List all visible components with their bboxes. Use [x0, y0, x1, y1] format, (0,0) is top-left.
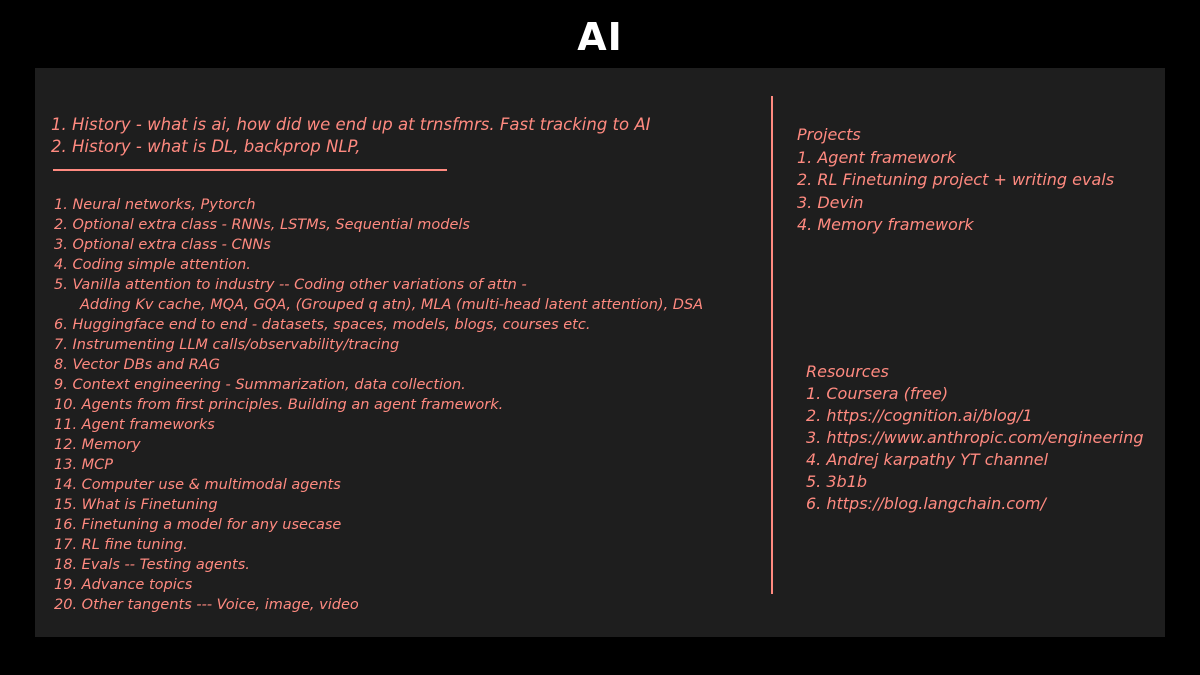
resource-item: 3. https://www.anthropic.com/engineering [806, 428, 1144, 447]
topic-item: 13. MCP [54, 457, 114, 473]
topic-item: 15. What is Finetuning [54, 497, 218, 513]
topics-list: 1. Neural networks, Pytorch 2. Optional … [54, 195, 703, 615]
resource-item: 2. https://cognition.ai/blog/1 [806, 406, 1033, 425]
topic-item: 16. Finetuning a model for any usecase [54, 517, 342, 533]
projects-heading: Projects [797, 125, 861, 144]
vertical-divider [771, 96, 773, 594]
project-item: 4. Memory framework [797, 215, 974, 234]
topic-item: 18. Evals -- Testing agents. [54, 557, 250, 573]
topic-item: 6. Huggingface end to end - datasets, sp… [54, 317, 591, 333]
history-item: 2. History - what is DL, backprop NLP, [51, 137, 361, 156]
topic-item: 17. RL fine tuning. [54, 537, 188, 553]
topic-item: 10. Agents from first principles. Buildi… [54, 397, 504, 413]
topic-item: 9. Context engineering - Summarization, … [54, 377, 466, 393]
project-item: 1. Agent framework [797, 147, 956, 167]
resources-heading: Resources [806, 362, 889, 381]
resource-item: 5. 3b1b [806, 472, 868, 491]
project-item: 2. RL Finetuning project + writing evals [797, 170, 1115, 189]
topic-item: 7. Instrumenting LLM calls/observability… [54, 337, 400, 353]
history-item: 1. History - what is ai, how did we end … [51, 115, 651, 134]
resources-section: Resources 1. Coursera (free) 2. https://… [806, 361, 1144, 515]
whiteboard-canvas: 1. History - what is ai, how did we end … [35, 68, 1165, 637]
topic-item: 20. Other tangents --- Voice, image, vid… [54, 597, 359, 613]
history-notes: 1. History - what is ai, how did we end … [51, 114, 651, 158]
topic-item: 5. Vanilla attention to industry -- Codi… [54, 277, 527, 293]
project-item: 3. Devin [797, 192, 864, 212]
resource-item: 6. https://blog.langchain.com/ [806, 494, 1046, 513]
topic-item: 14. Computer use & multimodal agents [54, 477, 341, 493]
projects-section: Projects 1. Agent framework 2. RL Finetu… [797, 124, 1114, 237]
topic-item: 19. Advance topics [54, 577, 193, 593]
topic-item-continuation: Adding Kv cache, MQA, GQA, (Grouped q at… [80, 297, 704, 313]
topic-item: 2. Optional extra class - RNNs, LSTMs, S… [54, 217, 470, 233]
resource-item: 4. Andrej karpathy YT channel [806, 450, 1049, 469]
page-title: AI [577, 15, 623, 59]
topic-item: 8. Vector DBs and RAG [54, 357, 220, 373]
horizontal-divider [53, 169, 447, 171]
topic-item: 11. Agent frameworks [54, 417, 215, 433]
topic-item: 12. Memory [54, 437, 141, 453]
topic-item: 1. Neural networks, Pytorch [54, 197, 256, 213]
resource-item: 1. Coursera (free) [806, 384, 949, 403]
topic-item: 4. Coding simple attention. [54, 257, 251, 273]
topic-item: 3. Optional extra class - CNNs [54, 237, 271, 253]
